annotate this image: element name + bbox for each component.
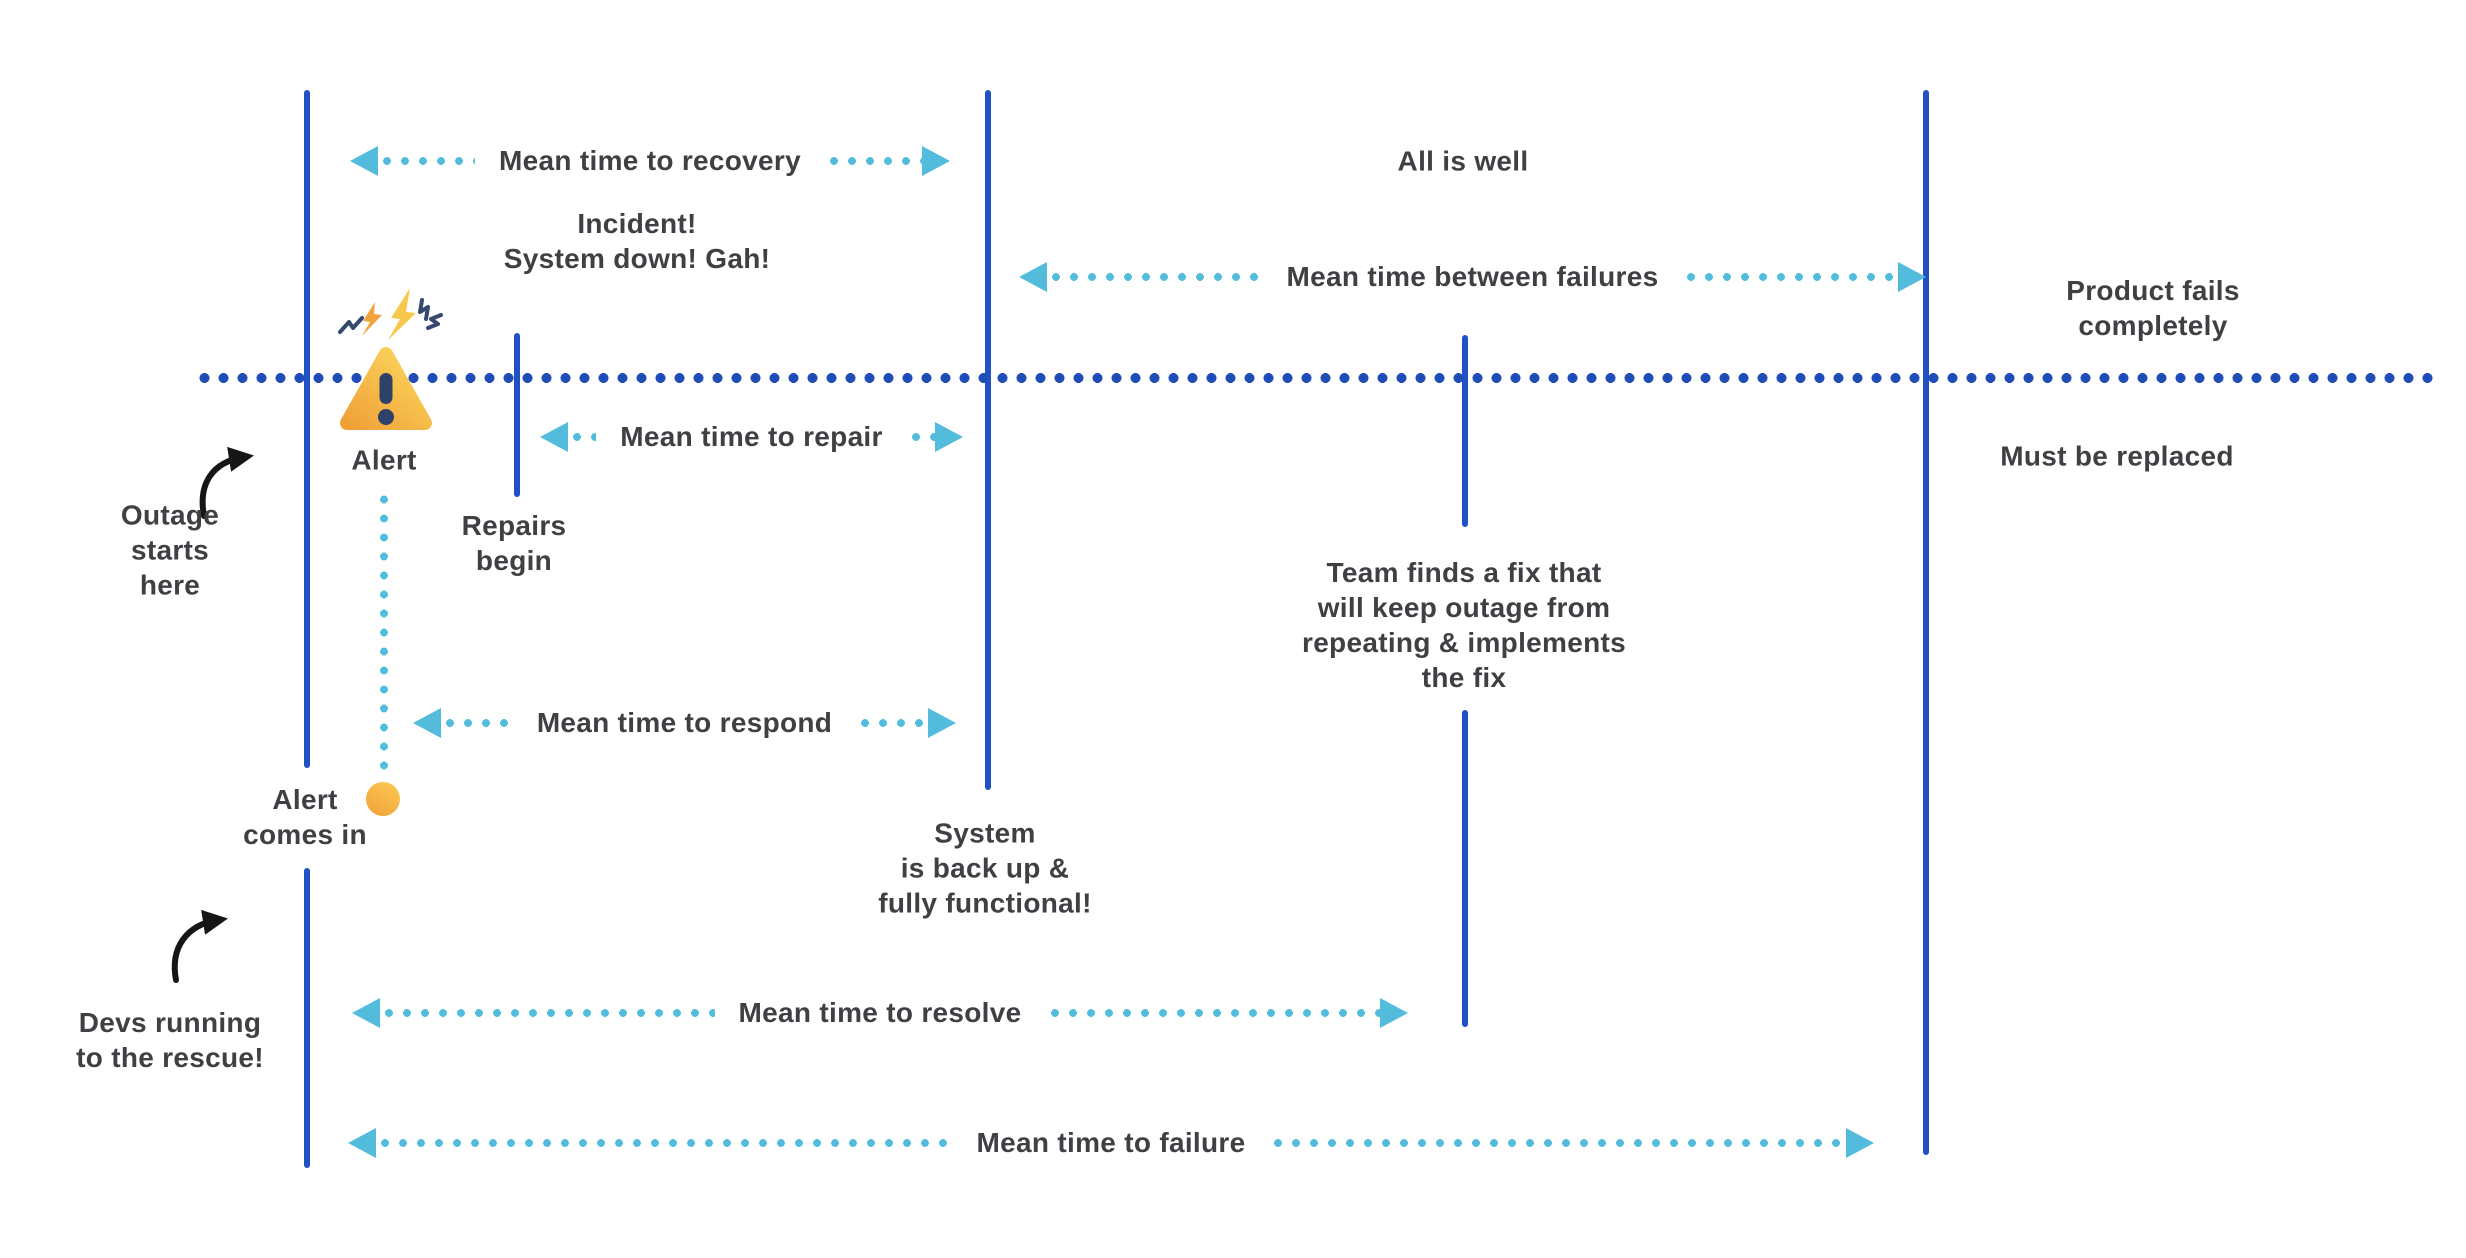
warning-triangle-with-sparks-icon: [338, 288, 443, 430]
timeline-line-outage-upper: [304, 90, 310, 768]
arrowhead-right-icon: [1898, 262, 1927, 292]
arrowhead-right-icon: [1380, 998, 1409, 1028]
dotted-segment: [568, 433, 597, 441]
measure-label: Mean time to recovery: [499, 145, 801, 176]
arrowhead-left-icon: [1019, 262, 1047, 292]
arrowhead-right-icon: [922, 146, 950, 176]
arrowhead-right-icon: [935, 422, 963, 452]
spark-bolt-large: [388, 288, 416, 340]
timeline-line-product-fails: [1923, 90, 1929, 1155]
measure-label: Mean time to repair: [620, 421, 883, 452]
timeline-dotted-line: [195, 373, 2440, 383]
note-all-is-well: All is well: [1397, 145, 1529, 177]
spark-squiggle-right-upper: [418, 298, 430, 321]
arrowhead-left-icon: [540, 422, 568, 452]
note-repairs-begin: Repairs begin: [461, 510, 567, 576]
dotted-segment: [824, 157, 922, 165]
note-devs-running: Devs running to the rescue!: [76, 1007, 264, 1073]
dotted-segment: [378, 157, 476, 165]
dotted-segment: [856, 719, 928, 727]
note-outage-starts-here: Outage starts here: [120, 499, 220, 601]
dotted-segment: [1682, 273, 1899, 281]
arrowhead-left-icon: [352, 998, 380, 1028]
curved-arrow-devs-icon: [171, 909, 228, 983]
measure-mean-time-to-recovery: Mean time to recovery: [350, 143, 950, 179]
spark-bolt-small: [362, 302, 382, 336]
note-system-back-up: System is back up & fully functional!: [878, 817, 1092, 919]
measure-label: Mean time to resolve: [738, 997, 1022, 1028]
dotted-segment: [1045, 1009, 1381, 1017]
timeline-line-system-back-up: [985, 90, 991, 790]
arrowhead-left-icon: [348, 1128, 376, 1158]
measure-mean-time-to-failure: Mean time to failure: [348, 1125, 1874, 1161]
exclamation-dot: [378, 409, 394, 425]
alert-drop-dotted-line: [380, 490, 388, 778]
dotted-segment: [906, 433, 935, 441]
marker-line-team-fix-lower: [1462, 710, 1468, 1027]
measure-mean-time-to-resolve: Mean time to resolve: [352, 995, 1409, 1031]
dotted-segment: [380, 1009, 715, 1017]
curved-arrow-outage-icon: [199, 446, 254, 519]
orange-alert-dot-icon: [366, 782, 400, 816]
spark-squiggle-left: [338, 316, 364, 334]
measure-mean-time-between-failures: Mean time between failures: [1019, 259, 1927, 295]
dotted-segment: [376, 1139, 953, 1147]
dotted-segment: [1047, 273, 1263, 281]
marker-line-team-fix-upper: [1462, 335, 1468, 527]
exclamation-bar: [379, 373, 393, 404]
spark-squiggle-right-lower: [426, 313, 443, 330]
measure-label: Mean time to respond: [536, 707, 833, 738]
dotted-segment: [441, 719, 513, 727]
note-incident: Incident! System down! Gah!: [503, 208, 771, 274]
note-must-be-replaced: Must be replaced: [2000, 440, 2234, 472]
dotted-segment: [1269, 1139, 1846, 1147]
arrowhead-right-icon: [928, 708, 956, 738]
marker-line-repairs-begin: [514, 333, 520, 497]
arrowhead-right-icon: [1846, 1128, 1874, 1158]
measure-label: Mean time to failure: [976, 1127, 1246, 1158]
arrowhead-left-icon: [350, 146, 378, 176]
measure-label: Mean time between failures: [1286, 261, 1659, 292]
measure-mean-time-to-respond: Mean time to respond: [413, 705, 956, 741]
note-alert-comes-in: Alert comes in: [243, 784, 367, 850]
arrowhead-left-icon: [413, 708, 441, 738]
timeline-line-outage-lower: [304, 868, 310, 1168]
note-product-fails: Product fails completely: [2066, 275, 2240, 341]
measure-mean-time-to-repair: Mean time to repair: [540, 419, 963, 455]
note-alert-caption: Alert: [351, 444, 417, 476]
note-team-finds-fix: Team finds a fix that will keep outage f…: [1301, 557, 1627, 693]
